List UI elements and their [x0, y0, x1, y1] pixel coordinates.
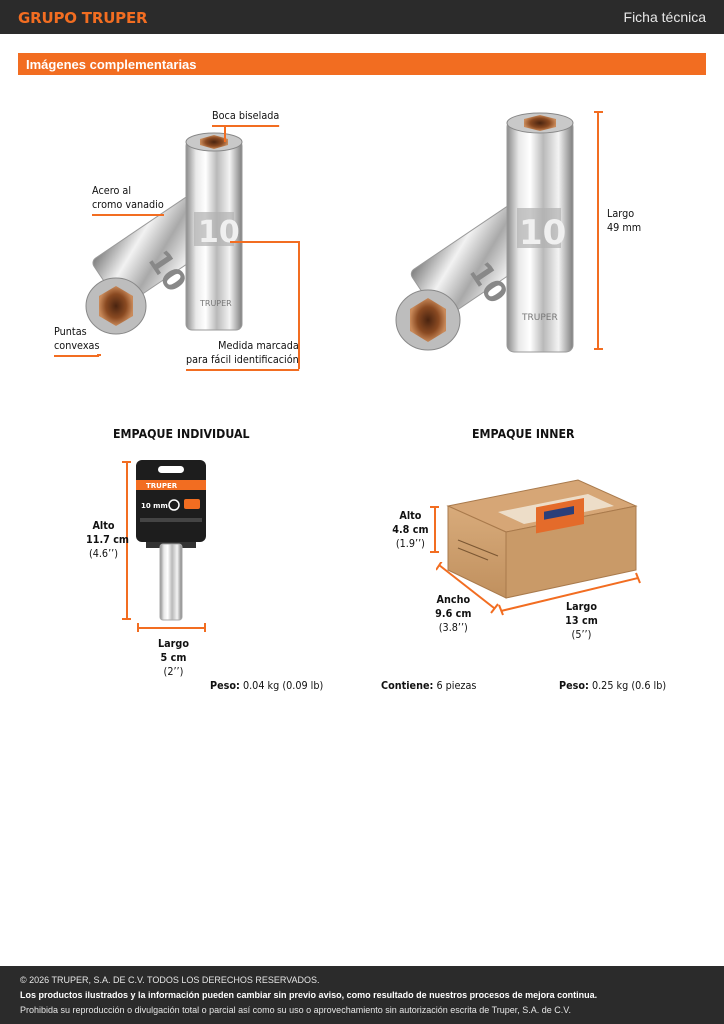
copyright-text: © 2026 TRUPER, S.A. DE C.V. TODOS LOS DE…: [20, 975, 320, 985]
bevel-leader: [224, 126, 226, 142]
length-dimension-line: [597, 111, 599, 350]
inner-width-line: [436, 562, 499, 614]
brand-logo: GRUPO TRUPER: [18, 9, 148, 27]
svg-text:10: 10: [519, 213, 566, 253]
notice-text: Los productos ilustrados y la informació…: [20, 990, 598, 1000]
marked-leader-v: [298, 241, 300, 369]
inner-contents: Contiene: 6 piezas: [381, 680, 477, 692]
bevel-label: Boca biselada: [212, 109, 280, 127]
lying-socket-mouth: [85, 277, 147, 335]
socket-length-image: 10 10 TRUPER: [395, 112, 574, 353]
svg-text:10 mm: 10 mm: [141, 502, 168, 510]
inner-pack-title: EMPAQUE INNER: [472, 427, 575, 441]
individual-length-line: [137, 627, 206, 629]
size-mark-10: 10: [198, 215, 240, 250]
individual-length-cap-left: [137, 623, 139, 632]
footer: © 2026 TRUPER, S.A. DE C.V. TODOS LOS DE…: [0, 966, 724, 1024]
svg-text:TRUPER: TRUPER: [146, 482, 178, 490]
socket-features-image: 10 10 TRUPER: [85, 132, 243, 335]
brand-etch: TRUPER: [199, 299, 232, 308]
inner-height-line: [434, 506, 436, 553]
svg-text:TRUPER: TRUPER: [521, 313, 558, 323]
document-type: Ficha técnica: [623, 9, 706, 25]
steel-leader: [152, 214, 164, 216]
inner-box-image: [446, 479, 638, 599]
convex-leader: [97, 354, 101, 356]
blister-pack-image: TRUPER 10 mm: [136, 460, 206, 621]
inner-height-cap-top: [430, 506, 439, 508]
standing-socket: 10 TRUPER: [185, 132, 243, 331]
individual-height-cap-top: [122, 461, 131, 463]
inner-height-cap-bottom: [430, 551, 439, 553]
length-cap-bottom: [594, 348, 603, 350]
individual-pack-title: EMPAQUE INDIVIDUAL: [113, 427, 250, 441]
individual-height-line: [126, 461, 128, 620]
inner-length-line: [498, 572, 641, 616]
section-header: Imágenes complementarias: [18, 53, 706, 75]
prohibition-text: Prohibida su reproducción o divulgación …: [20, 1005, 571, 1015]
marked-leader-h: [230, 241, 300, 243]
inner-weight: Peso: 0.25 kg (0.6 lb): [559, 680, 667, 692]
individual-weight: Peso: 0.04 kg (0.09 lb): [210, 680, 324, 692]
section-title: Imágenes complementarias: [26, 57, 197, 72]
header-bar: GRUPO TRUPER Ficha técnica: [0, 0, 724, 34]
individual-length-cap-right: [204, 623, 206, 632]
individual-height-cap-bottom: [122, 618, 131, 620]
